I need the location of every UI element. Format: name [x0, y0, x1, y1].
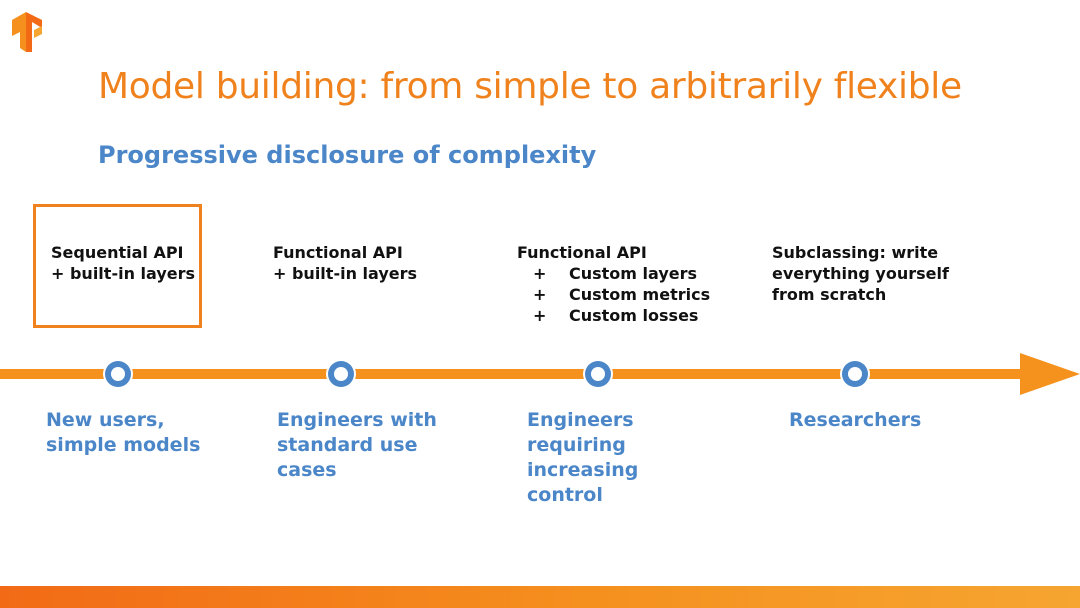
bullet-item: + Custom metrics: [517, 284, 710, 305]
stage-functional-api-custom: Functional API + Custom layers + Custom me…: [517, 242, 710, 326]
audience-new-users: New users, simple models: [46, 408, 200, 458]
audience-line: Engineers: [527, 409, 634, 431]
audience-engineers-control: Engineers requiring increasing control: [527, 408, 638, 508]
timeline-node-2: [326, 359, 356, 389]
highlight-box: [33, 204, 202, 328]
audience-line: cases: [277, 459, 337, 481]
audience-line: increasing: [527, 459, 639, 481]
slide-title: Model building: from simple to arbitrari…: [98, 66, 962, 107]
slide-subtitle: Progressive disclosure of complexity: [98, 141, 597, 169]
stage-line: from scratch: [772, 285, 887, 304]
tensorflow-logo-icon: [12, 12, 42, 52]
bullet-text: Custom losses: [569, 306, 699, 325]
bullet-text: Custom metrics: [569, 285, 711, 304]
bullet-item: + Custom layers: [517, 263, 710, 284]
stage-heading: Functional API: [517, 243, 647, 262]
timeline-bar: [0, 369, 1025, 379]
stage-line: + built-in layers: [273, 264, 418, 283]
audience-researchers: Researchers: [789, 408, 921, 433]
bullet-mark: +: [533, 306, 547, 325]
bullet-mark: +: [533, 264, 547, 283]
arrowhead-icon: [1020, 353, 1080, 395]
stage-line: Sequential API: [51, 243, 184, 262]
stage-sequential-api: Sequential API + built-in layers: [51, 242, 195, 284]
stage-line: everything yourself: [772, 264, 949, 283]
timeline-node-3: [583, 359, 613, 389]
bullet-mark: +: [533, 285, 547, 304]
bullet-item: + Custom losses: [517, 305, 710, 326]
audience-engineers-standard: Engineers with standard use cases: [277, 408, 437, 483]
stage-subclassing: Subclassing: write everything yourself f…: [772, 242, 949, 305]
audience-line: control: [527, 484, 603, 506]
stage-line: Subclassing: write: [772, 243, 939, 262]
audience-line: simple models: [46, 434, 201, 456]
audience-line: New users,: [46, 409, 165, 431]
audience-line: requiring: [527, 434, 626, 456]
bullet-text: Custom layers: [569, 264, 698, 283]
footer-accent-bar: [0, 586, 1080, 608]
audience-line: Engineers with: [277, 409, 437, 431]
timeline-node-1: [103, 359, 133, 389]
stage-line: Functional API: [273, 243, 403, 262]
timeline-arrow: [0, 353, 1080, 395]
stage-functional-api: Functional API + built-in layers: [273, 242, 417, 284]
audience-line: Researchers: [789, 409, 922, 431]
stage-line: + built-in layers: [51, 264, 196, 283]
audience-line: standard use: [277, 434, 418, 456]
timeline-node-4: [840, 359, 870, 389]
